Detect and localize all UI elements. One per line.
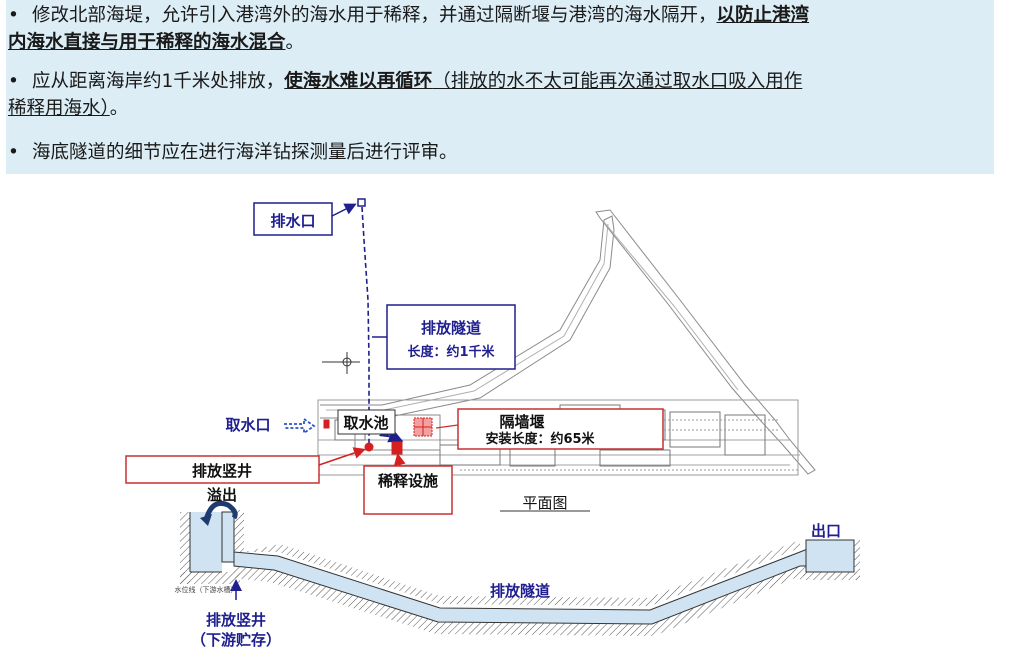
bullet-dot: • bbox=[8, 5, 19, 26]
outlet-label-box bbox=[253, 202, 333, 236]
partition-pointer-line bbox=[435, 424, 459, 429]
bullet-3-text: 海底隧道的细节应在进行海洋钻探测量后进行评审。 bbox=[32, 142, 458, 163]
partition-weir-mark bbox=[413, 417, 433, 437]
bullet-2: • 应从距离海岸约1千米处排放，使海水难以再循环（排放的水不太可能再次通过取水口吸… bbox=[8, 68, 992, 122]
shaft-pointer-arrow bbox=[318, 447, 366, 466]
section-shaft-sublabel: （下游贮存） bbox=[191, 631, 281, 649]
plan-caption: 平面图 bbox=[522, 494, 567, 512]
tunnel-title: 排放隧道 bbox=[421, 319, 481, 337]
bullet-dot: • bbox=[8, 142, 19, 163]
shaft-label: 排放竖井 bbox=[192, 462, 252, 480]
dilution-label-box bbox=[363, 465, 453, 515]
dilution-pointer-arrow bbox=[393, 453, 406, 467]
tunnel-length: 长度：约1千米 bbox=[407, 344, 495, 360]
bullet-2-text: 应从距离海岸约1千米处排放， bbox=[32, 71, 285, 92]
bullet-panel: • 修改北部海堤，允许引入港湾外的海水用于稀释，并通过隔断堰与港湾的海水隔开，以防… bbox=[6, 0, 994, 174]
outlet-label: 排水口 bbox=[270, 212, 315, 230]
intake-label: 取水口 bbox=[225, 416, 270, 434]
discharge-tunnel-route bbox=[361, 206, 370, 445]
cross-section bbox=[180, 500, 860, 636]
overflow-label: 溢出 bbox=[207, 486, 237, 504]
section-shaft-label: 排放竖井 bbox=[206, 611, 266, 629]
bullet-2-emphasis: 使海水难以再循环 bbox=[284, 71, 433, 92]
shaft-mark bbox=[323, 419, 403, 455]
bullet-1-end: 。 bbox=[285, 32, 305, 53]
bullet-1-text: 修改北部海堤，允许引入港湾外的海水用于稀释，并通过隔断堰与港湾的海水隔开， bbox=[32, 5, 717, 26]
partition-length: 安装长度：约65米 bbox=[485, 431, 595, 447]
water-level-note: 水位线（下游水槽） bbox=[175, 585, 238, 594]
bullet-2-note-b: 稀释用海水） bbox=[8, 98, 110, 119]
bullet-2-end: 。 bbox=[109, 98, 129, 119]
tunnel-label-box bbox=[386, 304, 516, 370]
intake-pool-label: 取水池 bbox=[343, 414, 388, 432]
partition-title: 隔墙堰 bbox=[499, 413, 544, 431]
compass-icon bbox=[322, 352, 360, 374]
dilution-label: 稀释设施 bbox=[378, 472, 438, 490]
shaft-label-box bbox=[125, 455, 320, 484]
bullet-1-emphasis-a: 以防止港湾 bbox=[716, 5, 810, 26]
bullet-1-emphasis-b: 内海水直接与用于稀释的海水混合 bbox=[8, 32, 286, 53]
partition-label-box bbox=[457, 408, 664, 450]
bullet-3: • 海底隧道的细节应在进行海洋钻探测量后进行评审。 bbox=[8, 139, 992, 166]
bullet-1: • 修改北部海堤，允许引入港湾外的海水用于稀释，并通过隔断堰与港湾的海水隔开，以防… bbox=[8, 2, 992, 56]
overflow-arrow-icon bbox=[203, 500, 238, 521]
outlet-marker bbox=[357, 198, 366, 207]
bullet-2-note-a: （排放的水不太可能再次通过取水口吸入用作 bbox=[432, 71, 803, 92]
intake-pool-box bbox=[337, 409, 396, 435]
outlet-pointer-arrow bbox=[331, 203, 357, 217]
bullet-dot: • bbox=[8, 71, 19, 92]
exit-label: 出口 bbox=[811, 522, 841, 540]
section-tunnel-label: 排放隧道 bbox=[490, 582, 550, 600]
